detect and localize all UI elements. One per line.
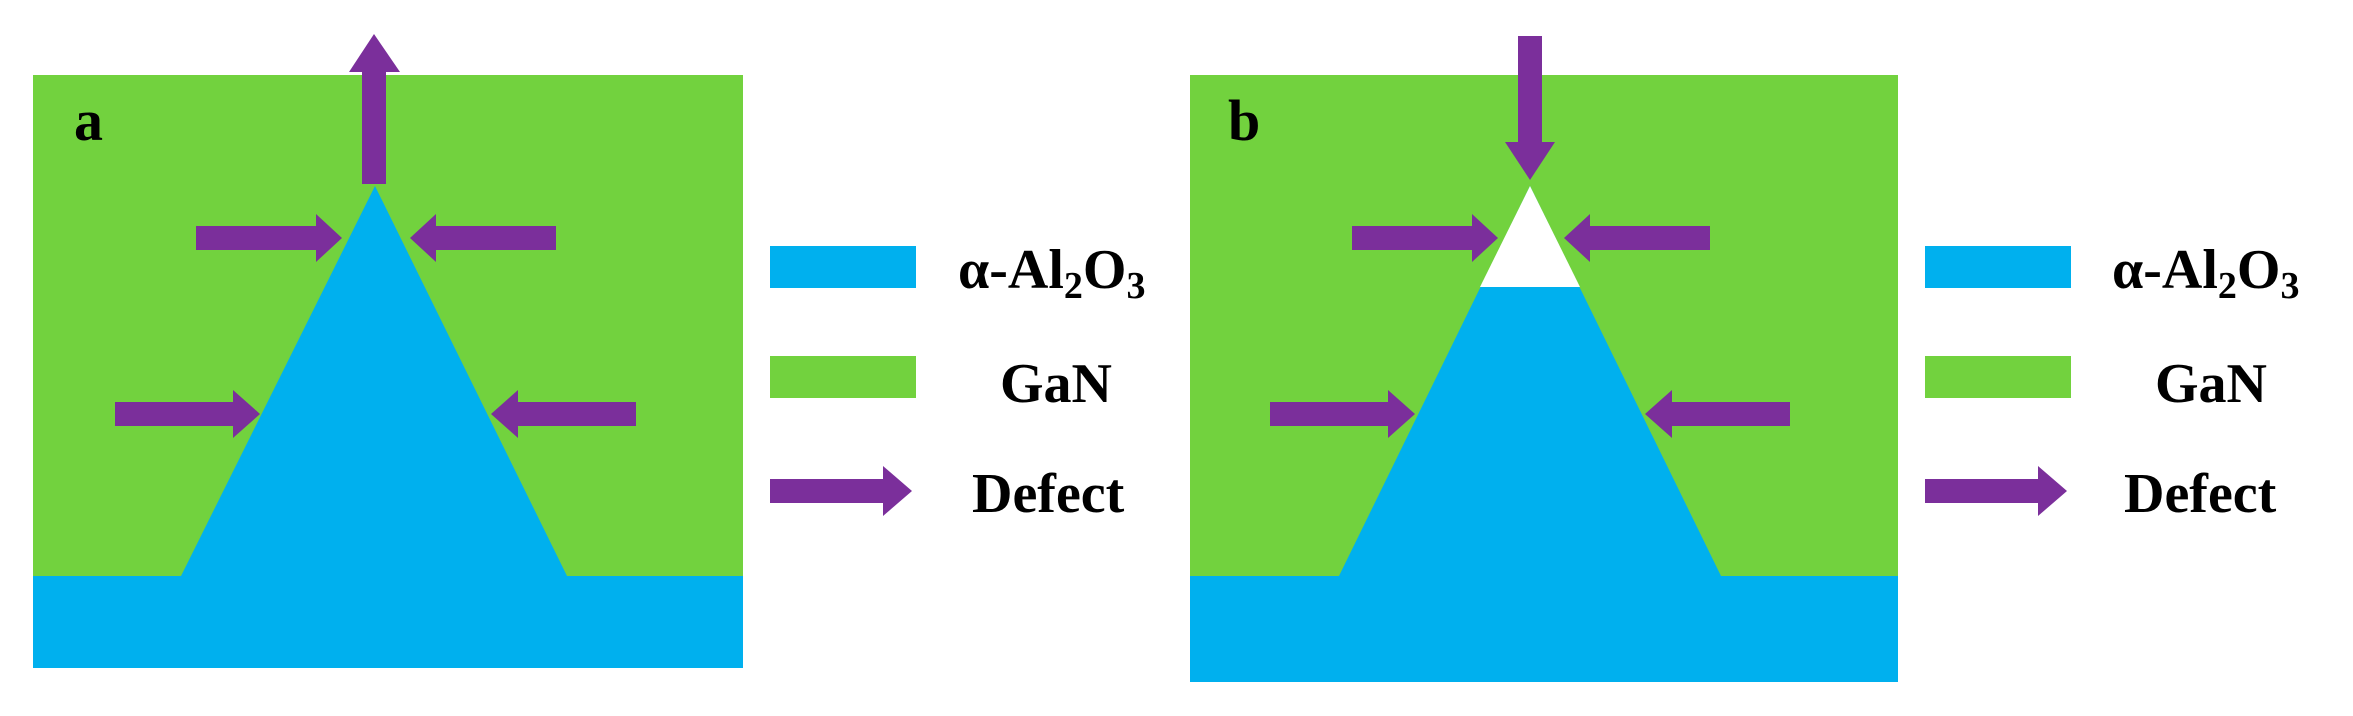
defect-arrow-left-lower-b bbox=[1645, 390, 1790, 438]
sapphire-cone-b bbox=[1338, 186, 1722, 578]
legend-arrow-defect-a bbox=[770, 466, 912, 516]
defect-arrow-right-upper-b bbox=[1352, 214, 1498, 262]
legend-arrow-defect-b bbox=[1925, 466, 2067, 516]
panel-b: b bbox=[1190, 36, 1898, 682]
legend-label-defect-b: Defect bbox=[2124, 463, 2277, 525]
panel-a: a bbox=[33, 34, 743, 668]
legend-swatch-sapphire-b bbox=[1925, 246, 2071, 288]
panel-label-a: a bbox=[74, 88, 103, 153]
sapphire-cone-a bbox=[180, 186, 568, 578]
legend-swatch-gan-b bbox=[1925, 356, 2071, 398]
legend-a: α-Al2O3 GaN Defect bbox=[770, 239, 1145, 525]
void-region-b bbox=[1480, 186, 1580, 287]
defect-arrow-left-lower-a bbox=[491, 390, 636, 438]
legend-swatch-gan-a bbox=[770, 356, 916, 398]
panel-label-b: b bbox=[1228, 88, 1260, 153]
legend-b: α-Al2O3 GaN Defect bbox=[1925, 239, 2299, 525]
legend-swatch-sapphire-a bbox=[770, 246, 916, 288]
defect-arrow-left-upper-a bbox=[410, 214, 556, 262]
sapphire-substrate-b bbox=[1190, 576, 1898, 682]
legend-label-gan-a: GaN bbox=[1000, 353, 1112, 415]
defect-arrow-right-lower-a bbox=[115, 390, 260, 438]
legend-label-defect-a: Defect bbox=[972, 463, 1125, 525]
legend-label-gan-b: GaN bbox=[2155, 353, 2267, 415]
defect-arrow-right-lower-b bbox=[1270, 390, 1415, 438]
defect-arrow-up-a bbox=[349, 34, 400, 184]
legend-label-sapphire-a: α-Al2O3 bbox=[958, 239, 1145, 307]
defect-arrow-right-upper-a bbox=[196, 214, 342, 262]
defect-arrow-down-b bbox=[1505, 36, 1555, 180]
legend-label-sapphire-b: α-Al2O3 bbox=[2112, 239, 2299, 307]
sapphire-substrate-a bbox=[33, 576, 743, 668]
defect-arrow-left-upper-b bbox=[1564, 214, 1710, 262]
